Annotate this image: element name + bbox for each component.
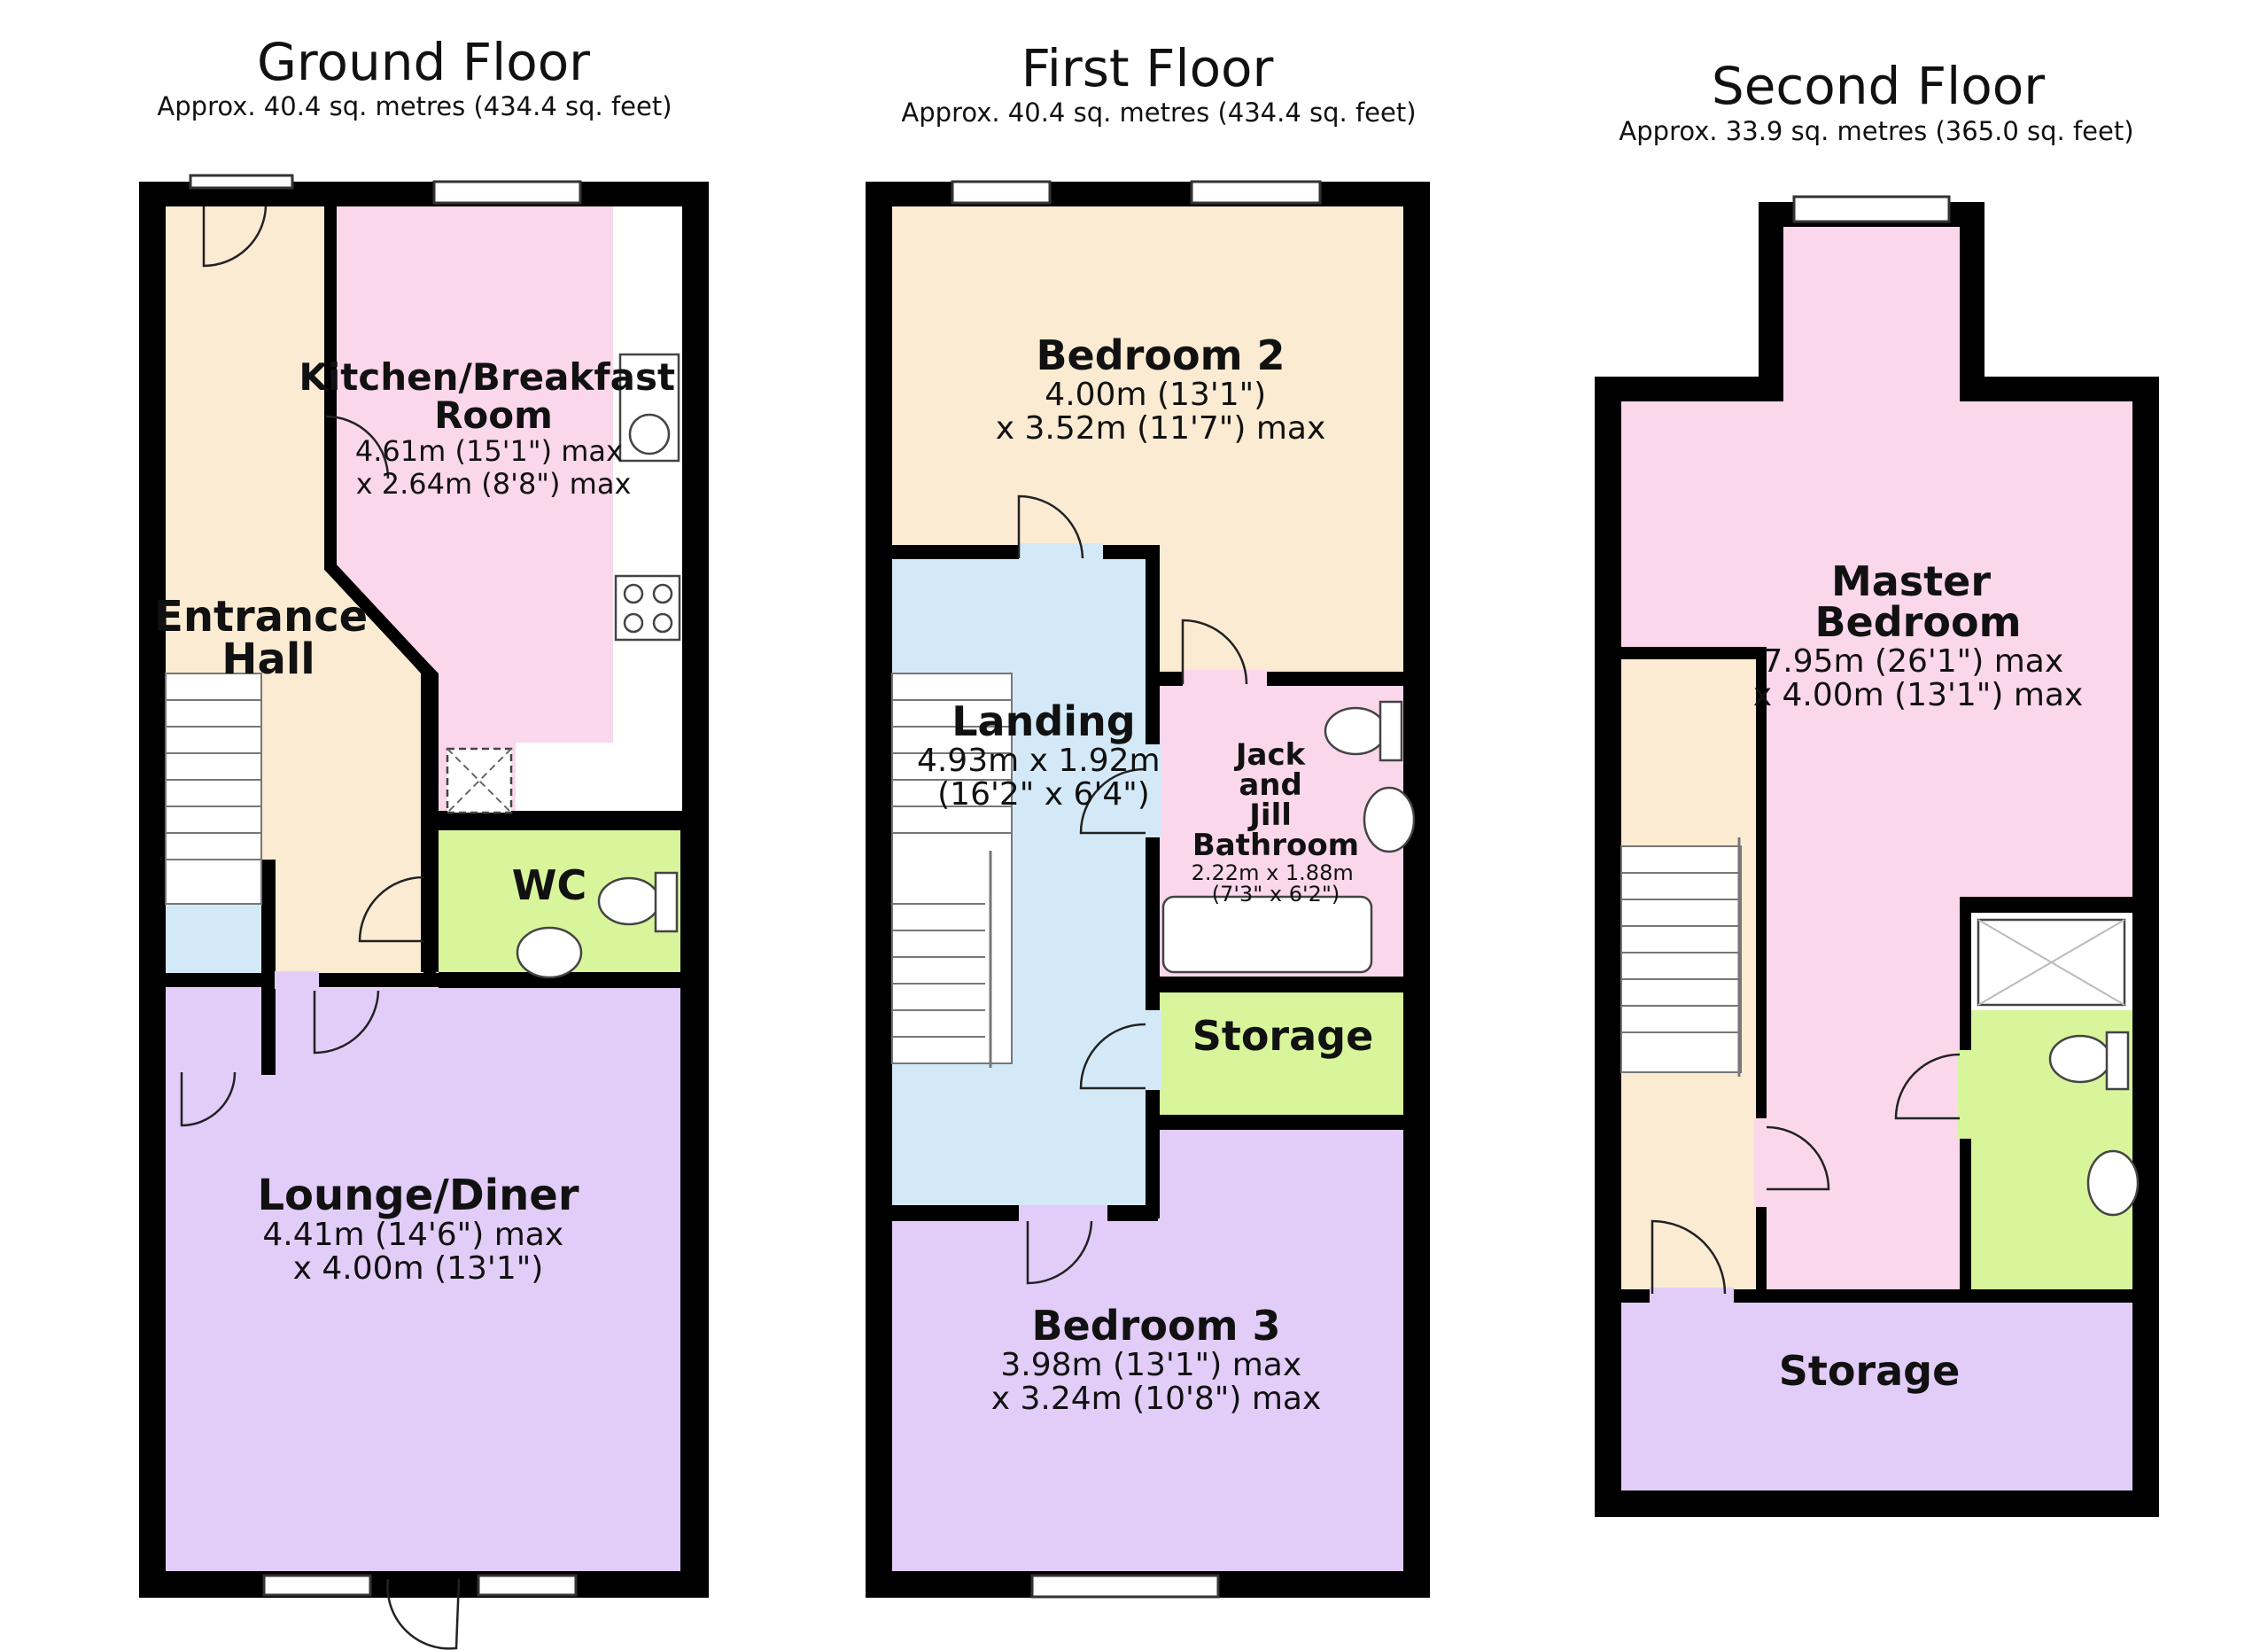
master-bedroom-name: Master Bedroom: [1814, 557, 2021, 646]
lounge-window-right: [477, 1574, 578, 1597]
basin-icon: [1363, 786, 1416, 853]
ensuite-door-swing: [1894, 1053, 1961, 1120]
lounge-dimensions: 4.41m (14'6") max x 4.00m (13'1"): [262, 1217, 573, 1287]
bathroom-dimensions: 2.22m x 1.88m (7'3" x 6'2"): [1192, 860, 1361, 907]
ground-floor-title: Ground Floor: [257, 32, 590, 92]
ensuite-door-gap: [1958, 1050, 1972, 1139]
bedroom3-door-swing: [1026, 1220, 1093, 1285]
first-floor-title: First Floor: [1021, 38, 1274, 98]
kitchen-name: Kitchen/Breakfast Room: [299, 355, 687, 437]
lounge-name: Lounge/Diner: [257, 1171, 579, 1220]
second-floor-area: Approx. 33.9 sq. metres (365.0 sq. feet): [1619, 116, 2133, 146]
first-stairs: [891, 673, 1013, 1068]
lounge-door-gap: [275, 971, 319, 989]
lounge-top-wall: [166, 973, 707, 987]
wc-left-wall: [423, 811, 436, 979]
bedroom2-name: Bedroom 2: [1036, 331, 1285, 379]
room-bedroom-2-ext: [1158, 548, 1403, 672]
kitchen-floor-white: [516, 743, 682, 815]
bedroom2-window-right: [1190, 180, 1322, 205]
landing-name: Landing: [951, 697, 1135, 745]
toilet-icon: [2048, 1034, 2112, 1084]
bedroom2-door-gap: [1019, 543, 1103, 561]
storage-door-swing-second: [1651, 1219, 1727, 1295]
bathroom-name: Jack and Jill Bathroom: [1192, 737, 1359, 863]
bathroom-fixtures: [1161, 700, 1416, 974]
ground-stairs: [165, 673, 262, 905]
storage-door-gap: [1144, 1010, 1161, 1090]
room-storage-first: [1158, 992, 1403, 1115]
kitchen-window: [432, 180, 582, 205]
toilet-icon: [597, 876, 661, 926]
landing-door-swing: [1079, 767, 1146, 835]
stair-hall-door-gap: [1754, 1118, 1768, 1207]
room-bedroom-3: [892, 1221, 1403, 1571]
second-stairs: [1620, 837, 1742, 1077]
room-storage-second: [1621, 1303, 2132, 1490]
bathroom-top-door-gap: [1183, 670, 1267, 688]
first-floor-area: Approx. 40.4 sq. metres (434.4 sq. feet): [901, 97, 1416, 128]
lounge-door-swing: [313, 990, 380, 1055]
wc-fixtures: [516, 871, 679, 979]
lounge-patio-door-swing: [386, 1578, 461, 1650]
kitchen-sink-icon: [618, 353, 680, 463]
kitchen-dimensions: 4.61m (15'1") max x 2.64m (8'8") max: [355, 434, 632, 501]
storage-top-wall: [1146, 977, 1411, 992]
bedroom2-dimensions: 4.00m (13'1") x 3.52m (11'7") max: [996, 377, 1326, 447]
room-bedroom-2: [892, 206, 1403, 548]
storage-top-wall-second: [1621, 1289, 2144, 1303]
first-floor: First Floor Approx. 40.4 sq. metres (434…: [866, 38, 1430, 1599]
bathroom-door-gap: [1144, 744, 1161, 837]
entrance-hall-name: Entrance Hall: [154, 592, 383, 684]
ensuite-fixtures: [1977, 918, 2140, 1217]
basin-icon: [516, 926, 583, 979]
hob-icon: [614, 574, 681, 642]
ground-floor-area: Approx. 40.4 sq. metres (434.4 sq. feet): [157, 91, 672, 121]
wc-top-wall: [423, 811, 707, 827]
room-bedroom-3-ext: [1158, 1130, 1403, 1227]
bathroom-door-swing: [1181, 619, 1248, 685]
kitchen-worktop: [613, 206, 682, 743]
ensuite-top-wall: [1960, 897, 2146, 909]
bedroom3-dimensions: 3.98m (13'1") max x 3.24m (10'8") max: [991, 1347, 1322, 1417]
toilet-icon: [1324, 706, 1387, 756]
storage-door-swing: [1079, 1023, 1146, 1090]
bedroom3-door-gap: [1019, 1205, 1107, 1223]
kitchen-wall: [324, 206, 436, 815]
room-master-bedroom: [1621, 227, 2132, 1289]
room-kitchen: [335, 206, 613, 815]
cupboard-wall: [261, 860, 276, 1075]
room-lounge-diner: [166, 988, 680, 1571]
master-window: [1792, 195, 1951, 223]
cupboard-door-swing: [180, 1071, 237, 1127]
basin-icon: [2086, 1149, 2140, 1217]
kitchen-door-swing: [325, 415, 390, 479]
bedroom2-window-left: [951, 180, 1052, 205]
kitchen-fixtures: [446, 353, 681, 814]
bedroom3-window: [1030, 1574, 1220, 1599]
front-door-swing: [202, 206, 268, 268]
second-floor-title: Second Floor: [1712, 56, 2045, 116]
landing-dimensions: 4.93m x 1.92m (16'2" x 6'4"): [917, 743, 1170, 813]
bedroom2-door-swing: [1017, 494, 1084, 559]
second-floor: Second Floor Approx. 33.9 sq. metres (36…: [1595, 56, 2159, 1517]
storage-second-name: Storage: [1779, 1347, 1961, 1395]
bath-icon: [1161, 895, 1373, 974]
master-bedroom-dimensions: 7.95m (26'1") max x 4.00m (13'1") max: [1753, 643, 2084, 713]
master-door-swing: [1766, 1125, 1830, 1191]
storage-first-name: Storage: [1192, 1012, 1374, 1060]
ground-front-door-window: [189, 174, 294, 190]
storage-door-gap-second: [1650, 1288, 1734, 1304]
wc-name: WC: [512, 861, 587, 909]
lounge-window-left: [262, 1574, 372, 1597]
wc-door-swing: [358, 876, 424, 943]
bedroom3-name: Bedroom 3: [1031, 1302, 1280, 1350]
storage-bottom-wall: [1146, 1115, 1411, 1129]
stair-hall-top-wall: [1621, 647, 1763, 659]
ground-floor: Ground Floor Approx. 40.4 sq. metres (43…: [139, 32, 709, 1650]
